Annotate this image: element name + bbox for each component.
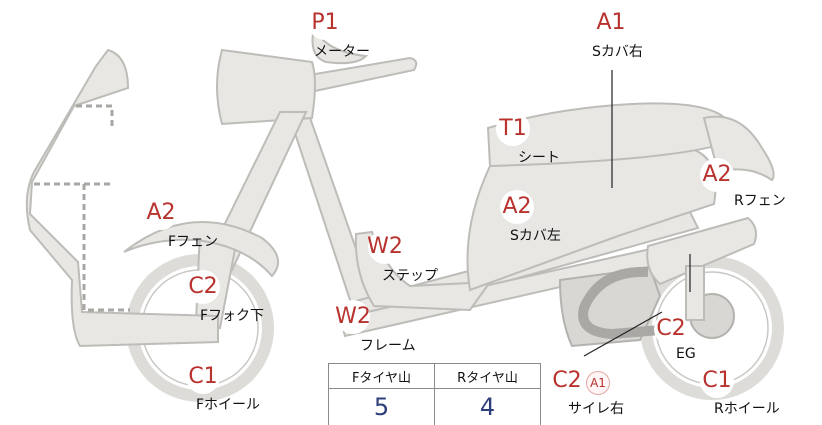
part-name: シート: [518, 150, 560, 166]
muffler: [646, 216, 757, 286]
table-row: 5 4: [328, 388, 541, 425]
part-name: Sカバ右: [592, 44, 643, 60]
meter-pod: [311, 25, 369, 65]
table-header-front-tread: Fタイヤ山: [328, 363, 435, 389]
leg-shield: [25, 48, 219, 348]
grade-badge: A1: [594, 6, 628, 40]
front-tread-value: 5: [328, 388, 435, 425]
part-name: メーター: [314, 44, 370, 60]
label-seat: T1 シート: [496, 112, 560, 167]
label-engine: C2 EG: [654, 312, 696, 362]
part-name: Fフォク下: [200, 308, 265, 324]
grade-badge: P1: [308, 6, 342, 40]
part-name: フレーム: [360, 338, 416, 354]
tire-tread-table: Fタイヤ山 Rタイヤ山 5 4: [328, 363, 541, 425]
grade-badge: C2: [186, 270, 220, 304]
label-step: W2 ステップ: [364, 230, 438, 285]
grade-badge: A2: [144, 196, 178, 230]
grade-badge: C2: [550, 364, 584, 398]
grade-badge: T1: [496, 112, 530, 146]
label-r-fender: A2 Rフェン: [700, 158, 786, 210]
table-header-rear-tread: Rタイヤ山: [434, 363, 541, 389]
grade-badge: W2: [367, 230, 403, 264]
label-frame: W2 フレーム: [335, 300, 416, 355]
muffler-pipe: [578, 266, 661, 340]
part-name: Rフェン: [734, 193, 786, 209]
label-meter: P1 メーター: [308, 6, 370, 61]
rear-tread-value: 4: [434, 388, 541, 425]
label-f-wheel: C1 Fホイール: [186, 360, 260, 414]
label-f-fork: C2 Fフォク下: [186, 270, 264, 325]
part-name: Fフェン: [168, 234, 219, 250]
part-name: EG: [676, 346, 696, 362]
grade-badge: C2: [654, 312, 688, 346]
grade-badge: C1: [700, 364, 734, 398]
part-name: ステップ: [382, 268, 438, 284]
leader-line: [583, 311, 663, 357]
table-header-row: Fタイヤ山 Rタイヤ山: [328, 363, 541, 389]
side-cover: [466, 146, 717, 292]
part-name: Fホイール: [196, 397, 261, 413]
label-r-wheel: C1 Rホイール: [700, 364, 780, 418]
leg-shield-seam: [82, 184, 130, 312]
leg-shield-seam: [76, 104, 114, 128]
label-s-cover-right: A1 Sカバ右: [592, 6, 643, 61]
part-name: Rホイール: [714, 401, 780, 417]
front-fender: [123, 221, 280, 278]
grade-badge: A2: [500, 190, 534, 224]
part-name: Sカバ左: [510, 228, 561, 244]
label-s-cover-left: A2 Sカバ左: [500, 190, 561, 245]
grade-badge: A2: [700, 158, 734, 192]
grade-badge: C1: [186, 360, 220, 394]
headlight: [216, 48, 316, 126]
grade-badge: W2: [335, 300, 371, 334]
sub-grade-badge: A1: [586, 370, 610, 395]
part-name: サイレ右: [568, 401, 624, 417]
label-f-fender: A2 Fフェン: [144, 196, 218, 251]
